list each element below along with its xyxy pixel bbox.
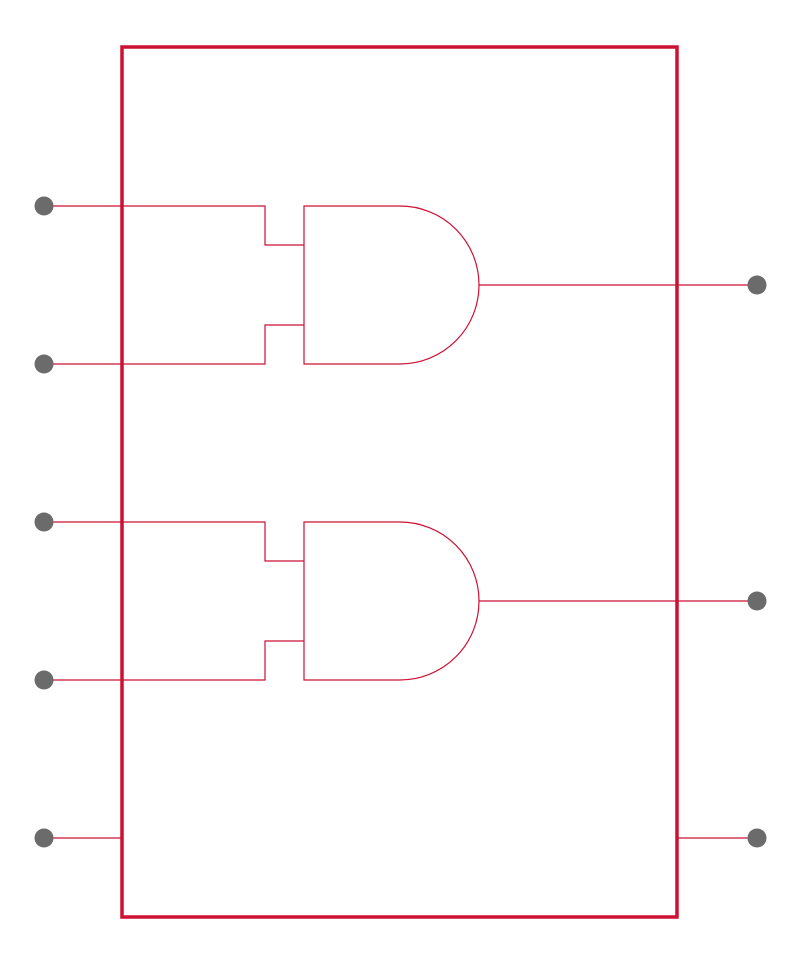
pin-left-4[interactable] bbox=[34, 670, 54, 690]
wire-gate2-input-b bbox=[44, 640, 304, 681]
and-gate-2 bbox=[303, 521, 480, 681]
pin-right-3[interactable] bbox=[747, 828, 767, 848]
and-gate-1-body bbox=[303, 205, 480, 365]
wire-gate1-input-b bbox=[44, 324, 304, 365]
pin-left-3[interactable] bbox=[34, 512, 54, 532]
ic-package-outline bbox=[120, 45, 679, 919]
pin-left-2[interactable] bbox=[34, 354, 54, 374]
pin-left-5[interactable] bbox=[34, 828, 54, 848]
wire-gate1-input-a bbox=[44, 205, 304, 246]
and-gate-1 bbox=[303, 205, 480, 365]
pin-right-1[interactable] bbox=[747, 275, 767, 295]
and-gate-2-body bbox=[303, 521, 480, 681]
wire-gate2-input-a bbox=[44, 521, 304, 562]
pin-left-1[interactable] bbox=[34, 196, 54, 216]
pin-right-2[interactable] bbox=[747, 591, 767, 611]
